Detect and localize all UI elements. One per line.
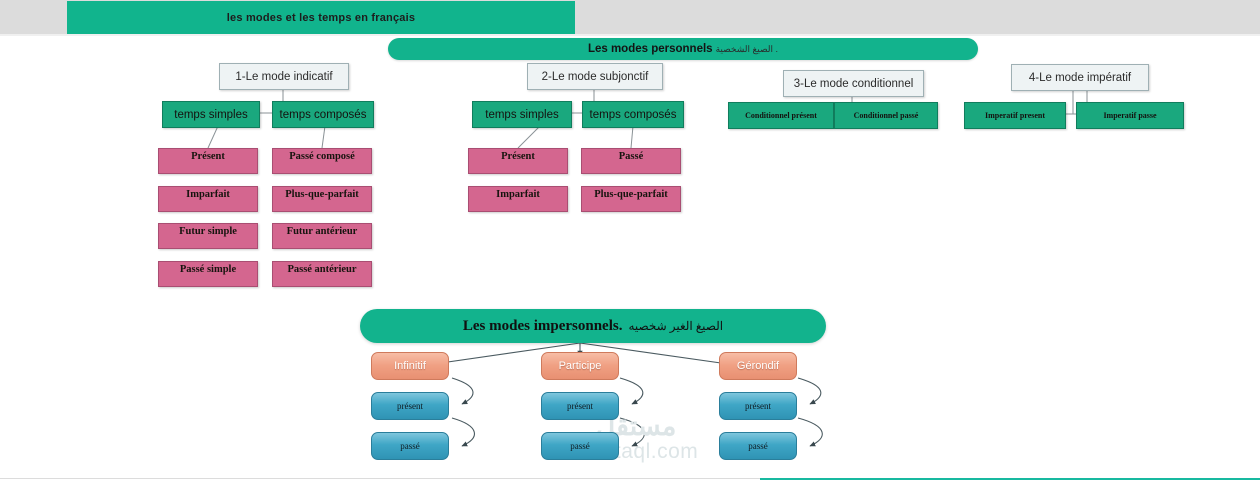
subjonctif-temps-composes-label: temps composés [589, 108, 677, 121]
tense-box[interactable]: Passé antérieur [272, 261, 372, 287]
mode-title-imperatif[interactable]: 4-Le mode impératif [1011, 64, 1149, 91]
imperatif-passe-box[interactable]: Imperatif passe [1076, 102, 1184, 129]
subjonctif-temps-composes[interactable]: temps composés [582, 101, 684, 128]
tense-label: Futur simple [179, 226, 237, 237]
tense-label: Plus-que-parfait [285, 189, 359, 200]
tense-label: Présent [191, 151, 225, 162]
tense-box[interactable]: Présent [468, 148, 568, 174]
tense-label: Imparfait [496, 189, 540, 200]
impersonnel-gerondif-label: Gérondif [736, 360, 780, 372]
mode-title-imperatif-label: 4-Le mode impératif [1028, 71, 1132, 84]
tense-label: Passé antérieur [287, 264, 357, 275]
modes-personnels-banner: Les modes personnels الصيغ الشخصية . [388, 38, 978, 60]
tense-box[interactable]: Passé composé [272, 148, 372, 174]
indicatif-temps-composes-label: temps composés [279, 108, 367, 121]
tense-box[interactable]: Présent [158, 148, 258, 174]
impersonnel-form-label: passé [400, 441, 420, 451]
mode-title-subjonctif-label: 2-Le mode subjonctif [541, 70, 649, 83]
tense-label: Présent [501, 151, 535, 162]
tense-box[interactable]: Imparfait [158, 186, 258, 212]
footer-accent-bar [760, 478, 1260, 480]
impersonnel-form-box[interactable]: passé [719, 432, 797, 460]
imperatif-passe-label: Imperatif passe [1103, 111, 1157, 120]
impersonnel-participe-label: Participe [558, 360, 602, 372]
tense-box[interactable]: Plus-que-parfait [272, 186, 372, 212]
tense-label: Imparfait [186, 189, 230, 200]
imperatif-present-label: Imperatif present [984, 111, 1046, 120]
impersonnel-form-label: passé [748, 441, 768, 451]
main-title-text: les modes et les temps en français [226, 11, 416, 24]
tense-label: Plus-que-parfait [594, 189, 668, 200]
tense-box[interactable]: Plus-que-parfait [581, 186, 681, 212]
subjonctif-temps-simples-label: temps simples [485, 108, 559, 121]
tense-label: Passé [618, 151, 644, 162]
indicatif-temps-simples-label: temps simples [174, 108, 248, 121]
mode-title-indicatif-label: 1-Le mode indicatif [235, 70, 333, 83]
impersonnel-form-label: présent [567, 401, 593, 411]
mode-title-conditionnel-label: 3-Le mode conditionnel [793, 77, 914, 90]
tense-label: Passé simple [179, 264, 237, 275]
impersonnel-form-label: passé [570, 441, 590, 451]
modes-personnels-title-fr: Les modes personnels [587, 43, 713, 55]
subjonctif-temps-simples[interactable]: temps simples [472, 101, 572, 128]
main-title-banner: les modes et les temps en français [67, 1, 575, 34]
modes-impersonnels-banner: Les modes impersonnels. الصيغ الغير شخصي… [360, 309, 826, 343]
modes-impersonnels-title-ar: الصيغ الغير شخصيه [628, 318, 724, 333]
imperatif-present-box[interactable]: Imperatif present [964, 102, 1066, 129]
conditionnel-present-box[interactable]: Conditionnel présent [728, 102, 834, 129]
tense-box[interactable]: Passé simple [158, 261, 258, 287]
impersonnel-infinitif-label: Infinitif [394, 360, 426, 372]
impersonnel-form-box[interactable]: présent [371, 392, 449, 420]
impersonnel-form-label: présent [397, 401, 423, 411]
mode-title-subjonctif[interactable]: 2-Le mode subjonctif [527, 63, 663, 90]
impersonnel-form-box[interactable]: passé [541, 432, 619, 460]
indicatif-temps-composes[interactable]: temps composés [272, 101, 374, 128]
conditionnel-passe-label: Conditionnel passé [853, 111, 919, 120]
tense-box[interactable]: Imparfait [468, 186, 568, 212]
tense-box[interactable]: Passé [581, 148, 681, 174]
impersonnel-form-label: présent [745, 401, 771, 411]
conditionnel-passe-box[interactable]: Conditionnel passé [834, 102, 938, 129]
tense-label: Passé composé [289, 151, 355, 162]
impersonnel-infinitif[interactable]: Infinitif [371, 352, 449, 380]
indicatif-temps-simples[interactable]: temps simples [162, 101, 260, 128]
mode-title-indicatif[interactable]: 1-Le mode indicatif [219, 63, 349, 90]
modes-personnels-title-ar: الصيغ الشخصية . [715, 43, 779, 54]
tense-box[interactable]: Futur simple [158, 223, 258, 249]
mode-title-conditionnel[interactable]: 3-Le mode conditionnel [783, 70, 924, 97]
top-strip-separator [0, 34, 1260, 36]
impersonnel-form-box[interactable]: présent [541, 392, 619, 420]
impersonnel-form-box[interactable]: présent [719, 392, 797, 420]
footer-divider [0, 478, 1260, 479]
tense-box[interactable]: Futur antérieur [272, 223, 372, 249]
impersonnel-form-box[interactable]: passé [371, 432, 449, 460]
tense-label: Futur antérieur [286, 226, 358, 237]
impersonnel-gerondif[interactable]: Gérondif [719, 352, 797, 380]
impersonnel-participe[interactable]: Participe [541, 352, 619, 380]
modes-impersonnels-title-fr: Les modes impersonnels. [462, 317, 623, 334]
conditionnel-present-label: Conditionnel présent [745, 111, 817, 120]
